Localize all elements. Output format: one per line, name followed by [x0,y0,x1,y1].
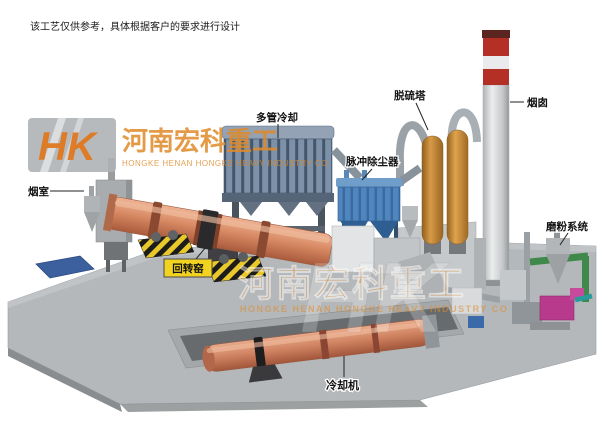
center-watermark: HK 河南宏科重工 HONGKE HENAN HONGKE HEAVY INDU… [238,242,508,355]
pulse-dust-collector-label: 脉冲除尘器 [345,155,399,168]
pulse-dust-collector-leader [361,168,373,181]
grinding-system-label: 磨粉系统 [545,220,588,233]
chimney-label: 烟囱 [527,96,548,109]
desulfurization-tower [395,108,481,254]
rotary-kiln-leader [195,246,207,260]
multi-tube-cooler-label: 多管冷却 [256,111,298,124]
grinding-system [451,226,593,330]
cooling-machine [202,314,440,383]
brand-logo: HK 河南宏科重工 HONGKE HENAN HONGKE HEAVY INDU… [28,118,328,172]
multi-tube-cooler [221,125,423,248]
rotary-kiln [102,193,333,267]
desulfurization-tower-leader [415,102,429,131]
cooling-machine-label: 冷却机 [326,378,359,392]
disclaimer-text: 该工艺仅供参考，具体根据客户的要求进行设计 [30,20,240,33]
brand-name-cn: 河南宏科重工 [122,126,278,156]
watermark-name-en: HONGKE HENAN HONGKE HEAVY INDUSTRY CO [240,304,508,314]
equipment-label-layer: 烟室 回转窑 多管冷却 脉冲除尘器 脱硫塔 烟囱 磨粉系统 冷却机 [27,88,590,394]
watermark-monogram: HK [300,242,451,354]
rotary-kiln-tag [163,258,213,278]
desulfurization-tower-label: 脱硫塔 [394,89,426,102]
grinding-system-leader [559,232,569,246]
chimney [480,30,512,286]
watermark-name-cn: 河南宏科重工 [238,263,466,304]
rotary-kiln-label: 回转窑 [172,262,204,275]
brand-monogram: HK [38,125,99,169]
blue-pad [35,255,95,279]
kiln-head [331,206,501,303]
smoke-chamber-label: 烟室 [28,185,49,198]
brand-name-en: HONGKE HENAN HONGKE HEAVY INDUSTRY CO [122,159,328,168]
